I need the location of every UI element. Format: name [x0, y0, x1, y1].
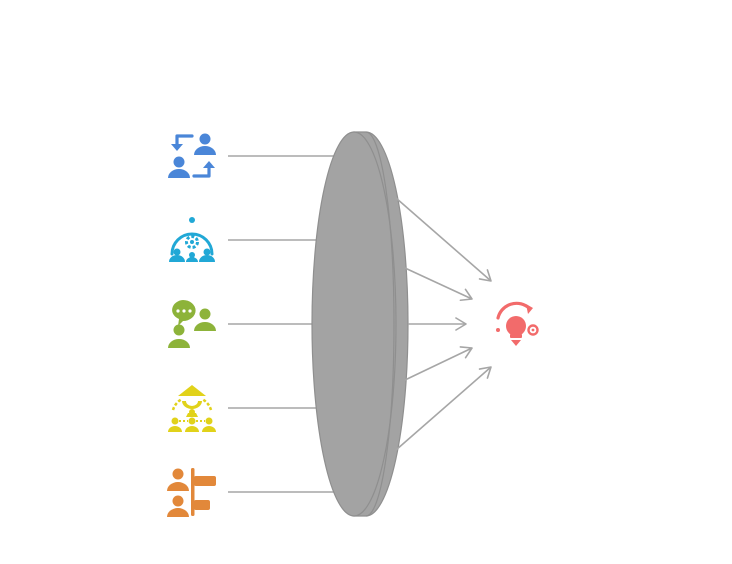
people-milestone-icon	[167, 468, 216, 517]
people-exchange-icon	[168, 133, 216, 178]
people-chat-icon	[168, 300, 216, 348]
input-connectors	[228, 155, 340, 493]
output-arrow-4	[404, 346, 473, 381]
output-arrow-2	[404, 267, 473, 302]
team-gear-icon	[169, 217, 215, 262]
lens	[311, 131, 409, 517]
output-arrow-5	[395, 366, 492, 451]
lens-face	[311, 131, 397, 517]
lens-edge-highlight	[365, 131, 395, 517]
output-arrow-1	[395, 197, 492, 282]
lightbulb-gear-icon	[496, 301, 539, 346]
leader-network-icon	[168, 385, 216, 432]
output-arrows	[395, 197, 492, 451]
